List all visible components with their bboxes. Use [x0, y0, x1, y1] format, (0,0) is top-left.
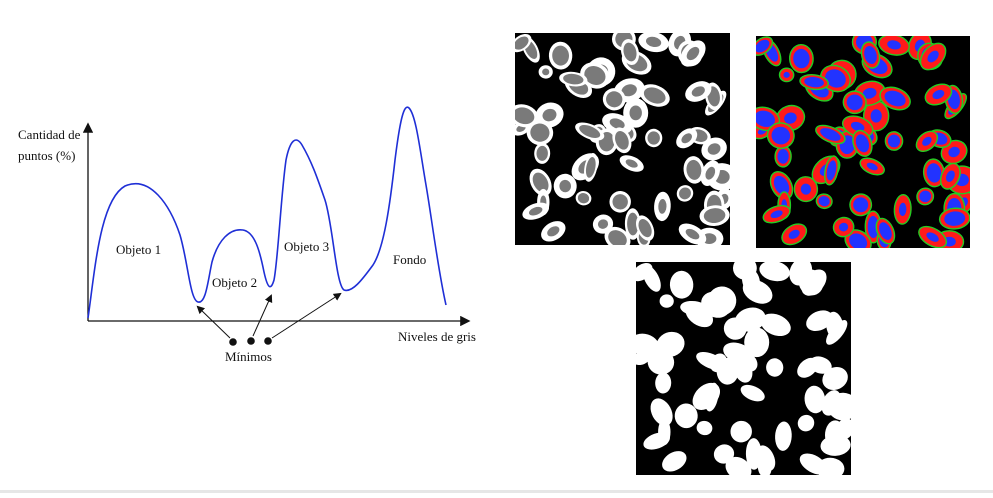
bottom-divider: [0, 490, 993, 493]
x-axis-label: Niveles de gris: [398, 329, 476, 344]
minimum-arrow-2: [252, 294, 273, 337]
region-label-objeto-3: Objeto 3: [284, 239, 329, 254]
region-label-objeto-2: Objeto 2: [212, 275, 257, 290]
histogram-curve: [87, 106, 447, 319]
region-label-fondo: Fondo: [393, 252, 426, 267]
minimum-arrow-1: [196, 305, 231, 339]
minimum-dot-3: [264, 337, 272, 345]
minimum-dot-2: [247, 337, 255, 345]
binary-mask-image: [636, 262, 851, 475]
histogram-diagram: Cantidad de puntos (%) Niveles de gris O…: [18, 106, 476, 364]
region-label-objeto-1: Objeto 1: [116, 242, 161, 257]
color-segmented-image: [756, 36, 970, 248]
y-axis-label-line2: puntos (%): [18, 148, 75, 163]
grayscale-segmented-image: [515, 33, 730, 245]
minimum-dot-1: [229, 338, 237, 346]
minima-label: Mínimos: [225, 349, 272, 364]
minimum-arrow-3: [271, 292, 342, 339]
y-axis-label-line1: Cantidad de: [18, 127, 81, 142]
